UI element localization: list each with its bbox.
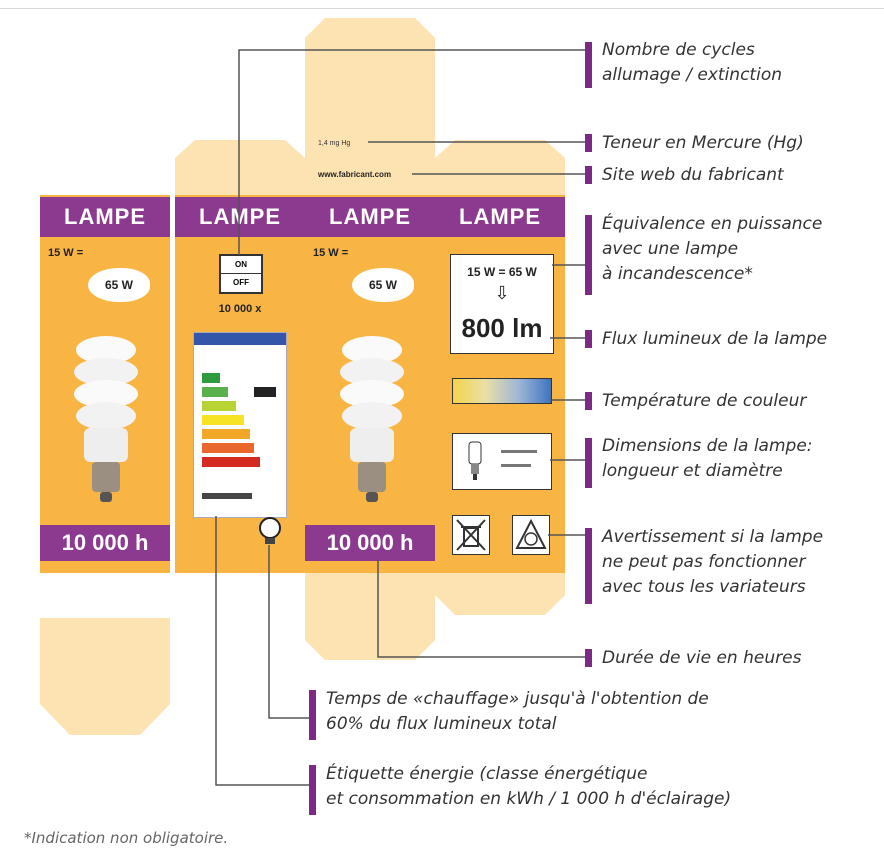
top-rule [0,8,884,9]
website-value: www.fabricant.com [318,170,392,179]
annotation-dimensions: Dimensions de la lampe: longueur et diam… [602,436,813,481]
energy-label-header [194,333,286,345]
watt-label-2: 15 W = [313,247,349,259]
dimensions-box [452,433,552,490]
tick-flux [585,330,592,348]
mercury-value: 1,4 mg Hg [318,140,351,147]
equivalence-box: 15 W = 65 W ⇩ 800 lm [450,254,554,354]
energy-bar-b [202,387,228,397]
warmup-bulb-icon [259,517,281,544]
hours-band-1: 10 000 h [40,525,170,561]
annotation-energy-label: Étiquette énergie (classe énergétique et… [326,764,732,809]
bulb-dimension-icon [468,441,482,480]
lumens-value: 800 lm [461,313,543,343]
diameter-text [501,464,531,467]
annotation-equivalence: Équivalence en puissance avec une lampe … [602,214,823,284]
tick-cycles [585,42,592,88]
on-off-switch-icon: ON OFF [219,254,263,294]
footnote: *Indication non obligatoire. [24,829,229,847]
length-text [501,450,537,453]
energy-label [193,332,287,518]
tick-energy-label [309,765,316,815]
annotation-mercury: Teneur en Mercure (Hg) [602,133,804,153]
tick-dimmer [585,528,592,604]
color-temperature-bar [452,378,552,404]
tick-equivalence [585,215,592,295]
annotation-dimmer: Avertissement si la lampe ne peut pas fo… [602,527,824,597]
watt-label-1: 15 W = [48,247,84,259]
lampe-band-4: LAMPE [435,197,565,237]
annotation-flux: Flux lumineux de la lampe [602,329,828,349]
energy-consumption-text [202,493,252,499]
dimmer-warning-icon [512,515,550,555]
annotation-temperature: Température de couleur [602,391,807,411]
annotation-warmup: Temps de «chauffage» jusqu'à l'obtention… [326,689,709,734]
energy-bar-c [202,401,236,411]
energy-bar-f [202,443,254,453]
energy-bar-a [202,373,220,383]
tick-mercury [585,134,592,152]
equivalence-value: 15 W = 65 W [467,265,537,279]
annotation-lifetime: Durée de vie en heures [602,648,802,668]
annotation-website: Site web du fabricant [602,165,784,185]
lampe-band-1: LAMPE [40,197,170,237]
cfl-bulb-icon [74,336,138,502]
equivalence-bubble-2: 65 W [352,268,414,302]
tick-temperature [585,392,592,410]
tick-dimensions [585,438,592,488]
recycling-bin-icon [452,515,490,555]
equivalence-bubble-1: 65 W [88,268,150,302]
energy-bar-d [202,415,244,425]
energy-bar-e [202,429,250,439]
energy-class-arrow [254,387,276,397]
tick-website [585,166,592,184]
hours-band-2: 10 000 h [305,525,435,561]
cfl-bulb-icon-2 [340,336,404,502]
down-arrow-icon: ⇩ [494,283,510,303]
cycles-value: 10 000 x [218,303,262,315]
tick-lifetime [585,649,592,667]
lampe-band-3: LAMPE [305,197,435,237]
tick-warmup [309,690,316,740]
energy-bar-g [202,457,260,467]
annotation-cycles: Nombre de cycles allumage / extinction [602,40,782,85]
